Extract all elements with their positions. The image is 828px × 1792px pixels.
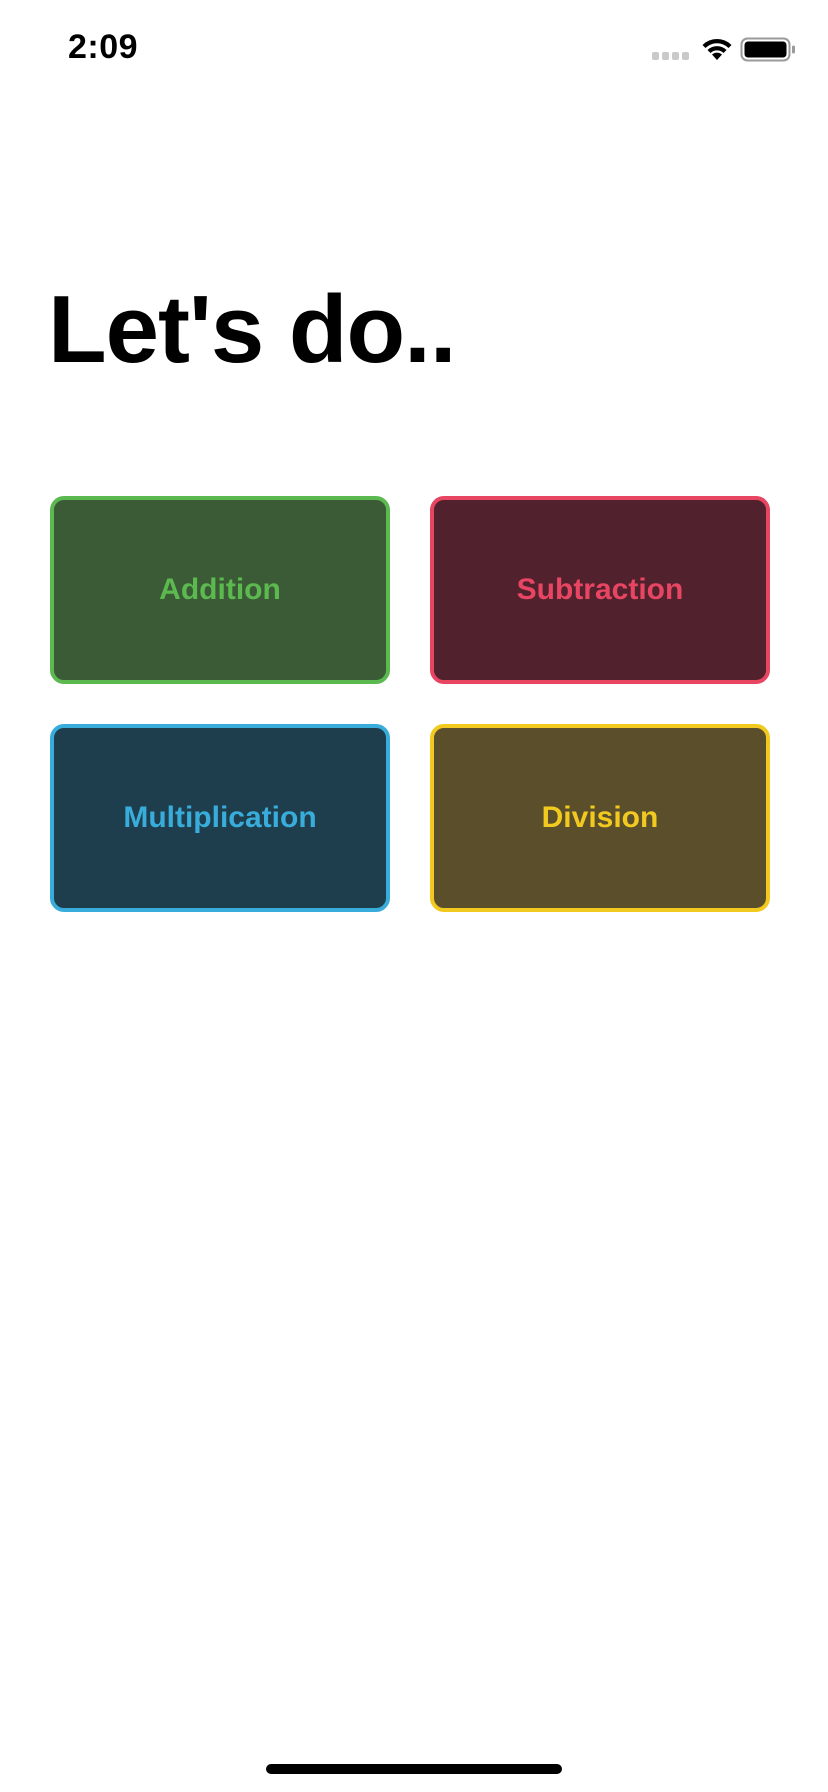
- multiplication-label: Multiplication: [123, 801, 317, 834]
- division-label: Division: [541, 801, 659, 834]
- status-bar: 2:09: [0, 0, 828, 100]
- status-time: 2:09: [68, 28, 139, 66]
- cellular-signal-icon: [652, 52, 692, 62]
- page-title: Let's do..: [48, 276, 457, 383]
- addition-label: Addition: [159, 573, 281, 606]
- subtraction-label: Subtraction: [516, 573, 684, 606]
- multiplication-button[interactable]: Multiplication: [50, 724, 390, 912]
- wifi-icon: [702, 38, 732, 60]
- battery-icon: [740, 37, 795, 62]
- subtraction-button[interactable]: Subtraction: [430, 496, 770, 684]
- division-button[interactable]: Division: [430, 724, 770, 912]
- addition-button[interactable]: Addition: [50, 496, 390, 684]
- home-indicator[interactable]: [266, 1764, 562, 1774]
